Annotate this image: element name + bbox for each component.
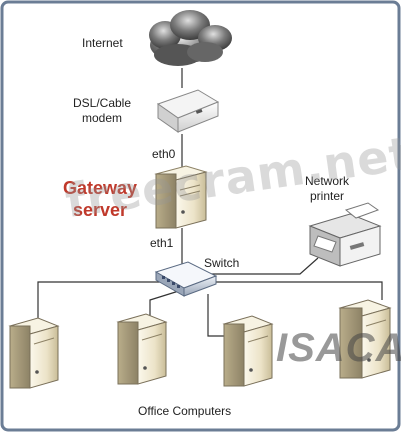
switch-pc1-link <box>37 281 168 322</box>
switch-pc2-link <box>149 289 183 318</box>
internet-cloud-icon <box>149 10 232 66</box>
switch-icon <box>154 261 218 297</box>
internet-label: Internet <box>82 36 123 50</box>
connection-lines <box>37 68 383 337</box>
gateway-label-line1: Gateway <box>62 178 138 198</box>
switch-pc4-link <box>214 281 383 300</box>
office-computer-4-icon <box>338 299 392 379</box>
eth0-label: eth0 <box>152 147 176 161</box>
switch-label: Switch <box>204 256 240 270</box>
printer-label-line2: printer <box>309 189 344 203</box>
switch-printer-link <box>202 257 319 275</box>
network-printer-icon <box>308 202 382 267</box>
modem-label-line1: DSL/Cable <box>72 96 132 110</box>
printer-label-line1: Network <box>304 174 349 188</box>
office-computer-2-icon <box>116 313 168 385</box>
modem-label-line2: modem <box>81 111 122 125</box>
modem-icon <box>156 89 220 133</box>
office-computers-label: Office Computers <box>138 404 232 418</box>
office-computer-3-icon <box>222 315 274 387</box>
eth1-label: eth1 <box>150 236 174 250</box>
office-computer-1-icon <box>8 317 60 389</box>
gateway-label-line2: server <box>72 200 128 220</box>
gateway-server-icon <box>154 165 208 229</box>
isaca-watermark: ISACA <box>276 326 401 370</box>
